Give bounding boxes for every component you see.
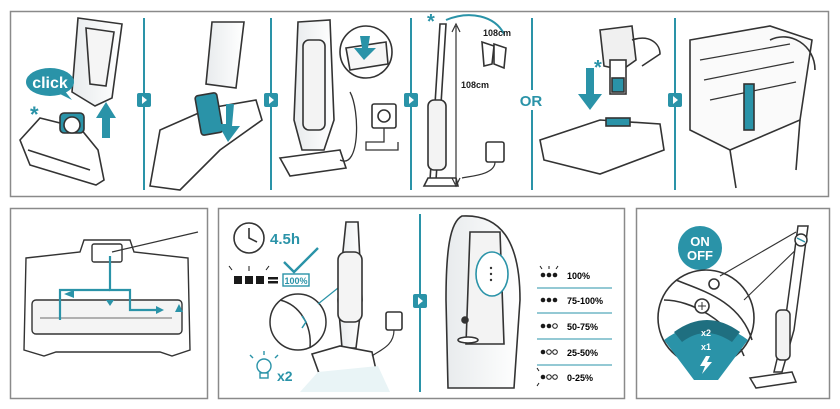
step-arrow-icon: [668, 93, 682, 107]
step5-remove-nozzle: [539, 25, 665, 175]
check-icon: [283, 247, 319, 274]
mode-button-icon: [698, 302, 706, 310]
charge-time-label: 4.5h: [270, 231, 300, 248]
step-arrow-icon: [404, 93, 418, 107]
off-label: OFF: [687, 248, 713, 263]
or-label: OR: [520, 93, 543, 110]
step-arrow-icon: [413, 294, 427, 308]
lightning-icon: [700, 356, 712, 374]
step1-attach-handle: [19, 17, 123, 186]
on-off-badge: ON OFF: [678, 226, 722, 270]
click-label: click: [32, 75, 68, 92]
legend-row: 0-25%: [536, 367, 593, 387]
star-marker: *: [427, 11, 435, 33]
legend-row: 100%: [539, 265, 590, 281]
power-mode-wedge: x2 x1: [664, 320, 748, 380]
step4-wall-mount: [422, 23, 507, 187]
top-panel: OR click *: [9, 10, 830, 198]
full-charge-label: 100%: [284, 276, 307, 286]
step3-charge: [278, 19, 399, 177]
dimension-label-small: 108cm: [483, 28, 511, 38]
led-blink-icon: [228, 265, 270, 271]
level-label: 50-75%: [567, 322, 598, 332]
step2-insert-tube: [149, 21, 263, 191]
level-label: 75-100%: [567, 296, 603, 306]
mode-x2-label: x2: [701, 328, 711, 338]
step-arrow-icon: [137, 93, 151, 107]
led-full-icon: [234, 276, 278, 284]
down-arrow-icon: [218, 104, 240, 142]
on-label: ON: [690, 234, 710, 249]
mode-x1-label: x1: [701, 342, 711, 352]
airflow-arrow-icon: [64, 290, 183, 314]
legend-row: 50-75%: [540, 322, 598, 332]
power-panel: ON OFF x2 x1: [635, 207, 831, 400]
step6-brushroll: [689, 25, 816, 189]
step-arrow-icon: [264, 93, 278, 107]
leader-line: [719, 231, 797, 277]
star-marker: *: [30, 102, 39, 127]
magnified-display: [269, 293, 327, 351]
plug-arrow-icon: [354, 36, 376, 60]
down-arrow-icon: [578, 68, 602, 110]
leader-line: [111, 231, 199, 253]
dimension-label-large: 108cm: [461, 80, 489, 90]
lightbulb-icon: [249, 351, 279, 379]
indicator-dots: [489, 266, 493, 282]
light-beam: [300, 366, 390, 392]
handle-button-icon: [796, 237, 806, 243]
legend-row: 75-100%: [540, 296, 603, 306]
up-arrow-icon: [96, 102, 116, 138]
battery-legend: 100% 75-100% 50-75% 25-50%: [536, 265, 612, 387]
handle-closeup: [445, 215, 521, 389]
height-dimension: [445, 14, 505, 188]
airflow-path: [58, 256, 160, 320]
level-label: 25-50%: [567, 348, 598, 358]
nozzle-underside-panel: [9, 207, 209, 400]
leader-line: [317, 287, 339, 305]
star-marker: *: [594, 57, 602, 79]
light-count-label: x2: [277, 368, 293, 384]
vacuum-small: [748, 225, 809, 389]
click-badge: click: [26, 68, 74, 100]
level-label: 100%: [567, 271, 590, 281]
legend-row: 25-50%: [540, 348, 598, 358]
clock-icon: [233, 222, 265, 254]
level-label: 0-25%: [567, 373, 593, 383]
charging-panel: 4.5h 100%: [217, 207, 626, 400]
full-charge-box: [282, 273, 310, 287]
